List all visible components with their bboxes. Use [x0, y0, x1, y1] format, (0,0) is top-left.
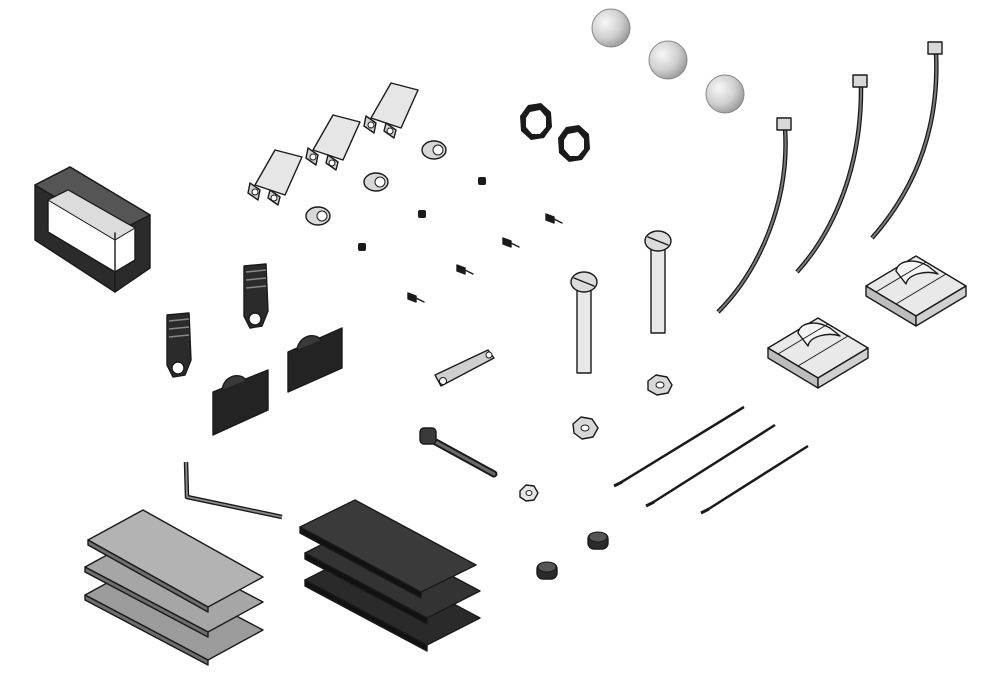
- hex-socket-screw-icon: [456, 264, 474, 275]
- hook-tab-icon: [243, 263, 269, 329]
- hook-tab-group: [166, 263, 343, 436]
- clevis-icon: [305, 114, 361, 171]
- clevis-group: [247, 82, 419, 206]
- hex-socket-screw-icon: [502, 237, 520, 248]
- pushrod-icon: [700, 444, 809, 515]
- ball-group: [591, 8, 745, 114]
- hex-socket-screw-icon: [407, 292, 425, 303]
- ball-icon: [705, 74, 745, 114]
- wheel-collar-icon: [305, 206, 331, 226]
- cable-tie-icon: [870, 41, 943, 240]
- spacer-icon: [587, 531, 609, 550]
- hinge-clip-group: [767, 255, 967, 389]
- ball-icon: [591, 8, 631, 48]
- spacer-icon: [536, 561, 558, 580]
- hex-socket-screw-icon: [478, 177, 486, 185]
- slotted-bolt-group: [570, 230, 672, 374]
- hex-nut-group: [519, 374, 673, 502]
- spacer-group: [536, 531, 609, 580]
- cable-tie-icon: [795, 74, 868, 274]
- hook-tab-icon: [212, 369, 269, 436]
- foam-pad-dark-icon: [299, 499, 477, 599]
- foam-pad-light-icon: [87, 509, 264, 613]
- pushrod-icon: [613, 405, 745, 488]
- allen-key-icon: [183, 461, 283, 520]
- clevis-icon: [363, 82, 419, 139]
- octagon-washer-icon: [558, 125, 590, 162]
- clevis-link-icon: [434, 349, 495, 387]
- pushrod-icon: [645, 423, 776, 508]
- slotted-bolt-icon: [570, 271, 598, 374]
- hex-socket-screw-icon: [545, 213, 563, 224]
- pushrod-group: [613, 405, 809, 515]
- foam-pad-dark-group: [299, 499, 481, 652]
- hex-socket-screw-icon: [358, 243, 366, 251]
- cable-tie-group: [716, 41, 943, 314]
- ball-icon: [648, 40, 688, 80]
- hook-tab-icon: [166, 312, 192, 378]
- hex-socket-screw-group: [358, 177, 563, 303]
- wheel-collar-group: [305, 140, 447, 226]
- hook-tab-icon: [287, 327, 343, 393]
- hex-nut-icon: [519, 484, 539, 502]
- hex-nut-icon: [647, 374, 673, 396]
- wheel-collar-icon: [363, 172, 389, 192]
- wheel-collar-icon: [421, 140, 447, 160]
- hex-socket-screw-icon: [419, 427, 498, 478]
- cable-tie-icon: [716, 117, 792, 314]
- octagon-washer-icon: [520, 103, 552, 140]
- octagon-washer-group: [520, 103, 590, 162]
- clevis-icon: [247, 149, 303, 206]
- slotted-bolt-icon: [644, 230, 672, 334]
- rubber-frame-icon: [34, 166, 151, 293]
- hinge-clip-icon: [865, 255, 967, 327]
- foam-pad-light-group: [84, 509, 264, 666]
- hinge-clip-icon: [767, 317, 869, 389]
- hex-socket-screw-icon: [418, 210, 426, 218]
- hex-nut-icon: [572, 416, 599, 440]
